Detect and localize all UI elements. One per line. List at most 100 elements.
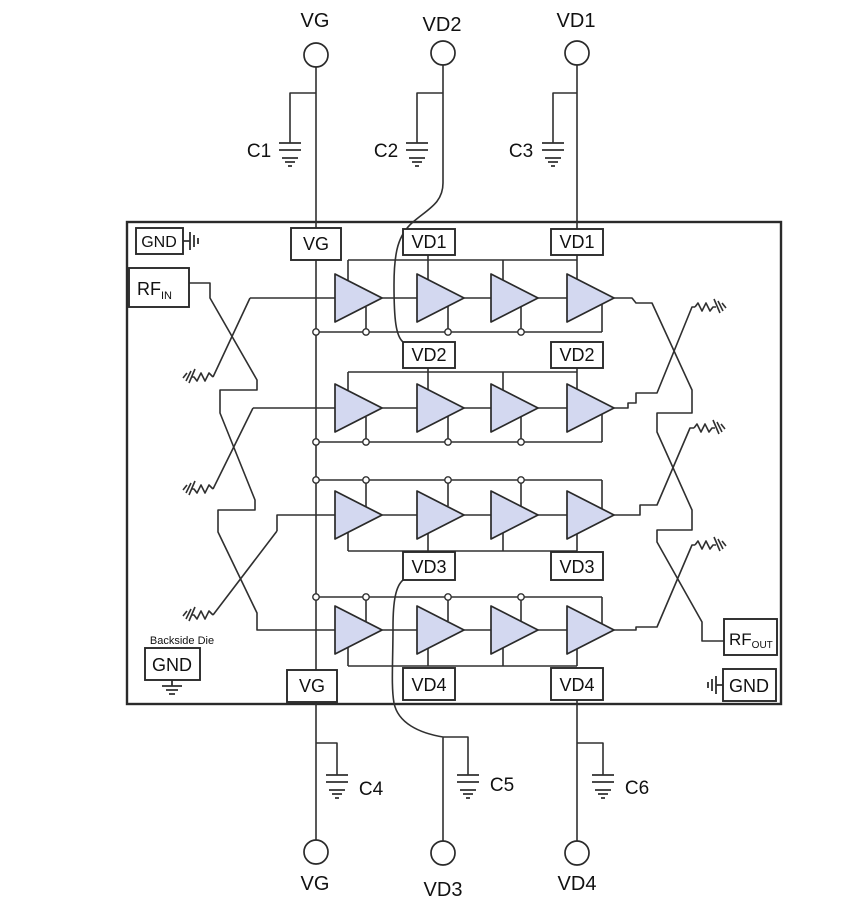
vd3-right-label: VD3 [559,557,594,577]
amplifier-icon [566,383,615,433]
vd4-left-label: VD4 [411,675,446,695]
pin-vd4-bottom [564,840,590,866]
chip-outline [125,220,783,706]
cap-label-c6: C6 [625,778,649,799]
supply-pins: VG VD2 VD1 VG VD3 VD4 [301,10,597,901]
chip-internal-wiring [250,255,603,667]
gnd-bottom-left-label: GND [152,655,192,675]
vd2-left-label: VD2 [411,345,446,365]
gnd-bottom-right-label: GND [729,676,769,696]
vd4-left-box: VD4 [402,667,456,701]
cap-label-c2: C2 [374,141,398,162]
amplifier-icon [416,605,465,655]
capacitor-c2-icon [406,142,428,167]
rf-input-network [182,282,335,631]
amplifier-icon [334,605,383,655]
vd4-right-box: VD4 [550,667,604,701]
pin-vg-top [303,42,329,68]
bottom-pin-label-vg: VG [301,873,330,895]
vg-top-box: VG [290,227,342,261]
bottom-pin-label-vd4: VD4 [558,873,597,895]
pin-vg-bottom [303,839,329,865]
capacitor-c3-icon [542,142,564,167]
backside-die-label: Backside Die [150,635,214,647]
row1-wiring [250,255,603,333]
vd2-left-box: VD2 [402,341,456,369]
row2-wiring [253,368,603,443]
gnd-top-left-box: GND [135,227,184,255]
cap-label-c1: C1 [247,141,271,162]
amplifier-icon [416,273,465,323]
input-meander [189,282,335,631]
vd3-right-box: VD3 [550,551,604,581]
corner-boxes: GND RFIN GND Backside Die RFOUT GND [128,227,778,702]
cap-label-c4: C4 [359,779,384,800]
ground-icon-bottom-left [162,680,182,695]
amplifier-icon [334,383,383,433]
vg-bottom-box: VG [286,669,338,703]
termination-resistor-left-1 [182,368,214,384]
capacitor-c1-icon [279,142,301,167]
input-cross-diagonals [212,297,278,616]
rf-out-box: RFOUT [723,618,778,656]
capacitor-c4-icon [326,774,348,799]
cap-label-c3: C3 [509,141,533,162]
vg-top-label: VG [303,234,329,254]
ground-icon-bottom-right [707,676,723,694]
amplifier-icon [490,273,539,323]
rf-in-box: RFIN [128,267,190,308]
termination-resistor-left-2 [182,480,214,496]
junction-dots [312,328,525,601]
termination-resistor-left-3 [182,606,214,622]
bottom-pin-label-vd3: VD3 [424,879,463,901]
pin-vd2-top [430,40,456,66]
amplifier-icon [490,383,539,433]
rf-out-label: RFOUT [729,630,773,651]
amplifier-icon [490,605,539,655]
vd4-right-label: VD4 [559,675,594,695]
amplifier-icon [416,490,465,540]
output-meander [614,297,724,642]
amplifier-icon [566,605,615,655]
output-cross-diagonals [614,306,695,631]
external-wiring [289,65,604,841]
capacitor-labels: C1 C2 C3 C4 C5 C6 [247,141,649,800]
vd1-right-box: VD1 [550,228,604,256]
capacitor-c6-icon [592,774,614,799]
ground-symbols [162,232,723,695]
row4-wiring [316,596,603,667]
rf-in-label: RFIN [137,279,172,302]
cap-label-c5: C5 [490,775,514,796]
termination-resistor-right-1 [694,298,727,314]
ground-icon-top-left [183,232,199,250]
pin-vd3-bottom [430,840,456,866]
vg-bottom-label: VG [299,676,325,696]
amplifier-icon [334,273,383,323]
amplifier-icon [416,383,465,433]
pin-vd1-top [564,40,590,66]
top-pin-label-vd2: VD2 [423,14,462,36]
amplifier-icon [566,273,615,323]
amplifier-icon [566,490,615,540]
capacitor-glyphs [279,142,614,799]
gnd-bottom-right-box: GND [722,668,777,702]
vd3-left-label: VD3 [411,557,446,577]
termination-resistor-right-2 [693,419,726,435]
top-pin-label-vd1: VD1 [557,10,596,32]
rf-output-network [614,297,727,642]
supply-lines [289,65,604,841]
vd2-right-box: VD2 [550,341,604,369]
vd1-left-label: VD1 [411,232,446,252]
amplifier-array [334,273,615,655]
vd3-left-box: VD3 [402,551,456,581]
amplifier-icon [334,490,383,540]
gnd-top-left-label: GND [141,234,177,251]
vd2-right-label: VD2 [559,345,594,365]
termination-resistor-right-3 [694,536,727,552]
row3-wiring [276,479,603,552]
capacitor-c5-icon [457,774,479,799]
vd1-right-label: VD1 [559,232,594,252]
bias-label-boxes: VG VD1 VD1 VD2 VD2 VD3 VD3 VD4 [286,227,604,703]
